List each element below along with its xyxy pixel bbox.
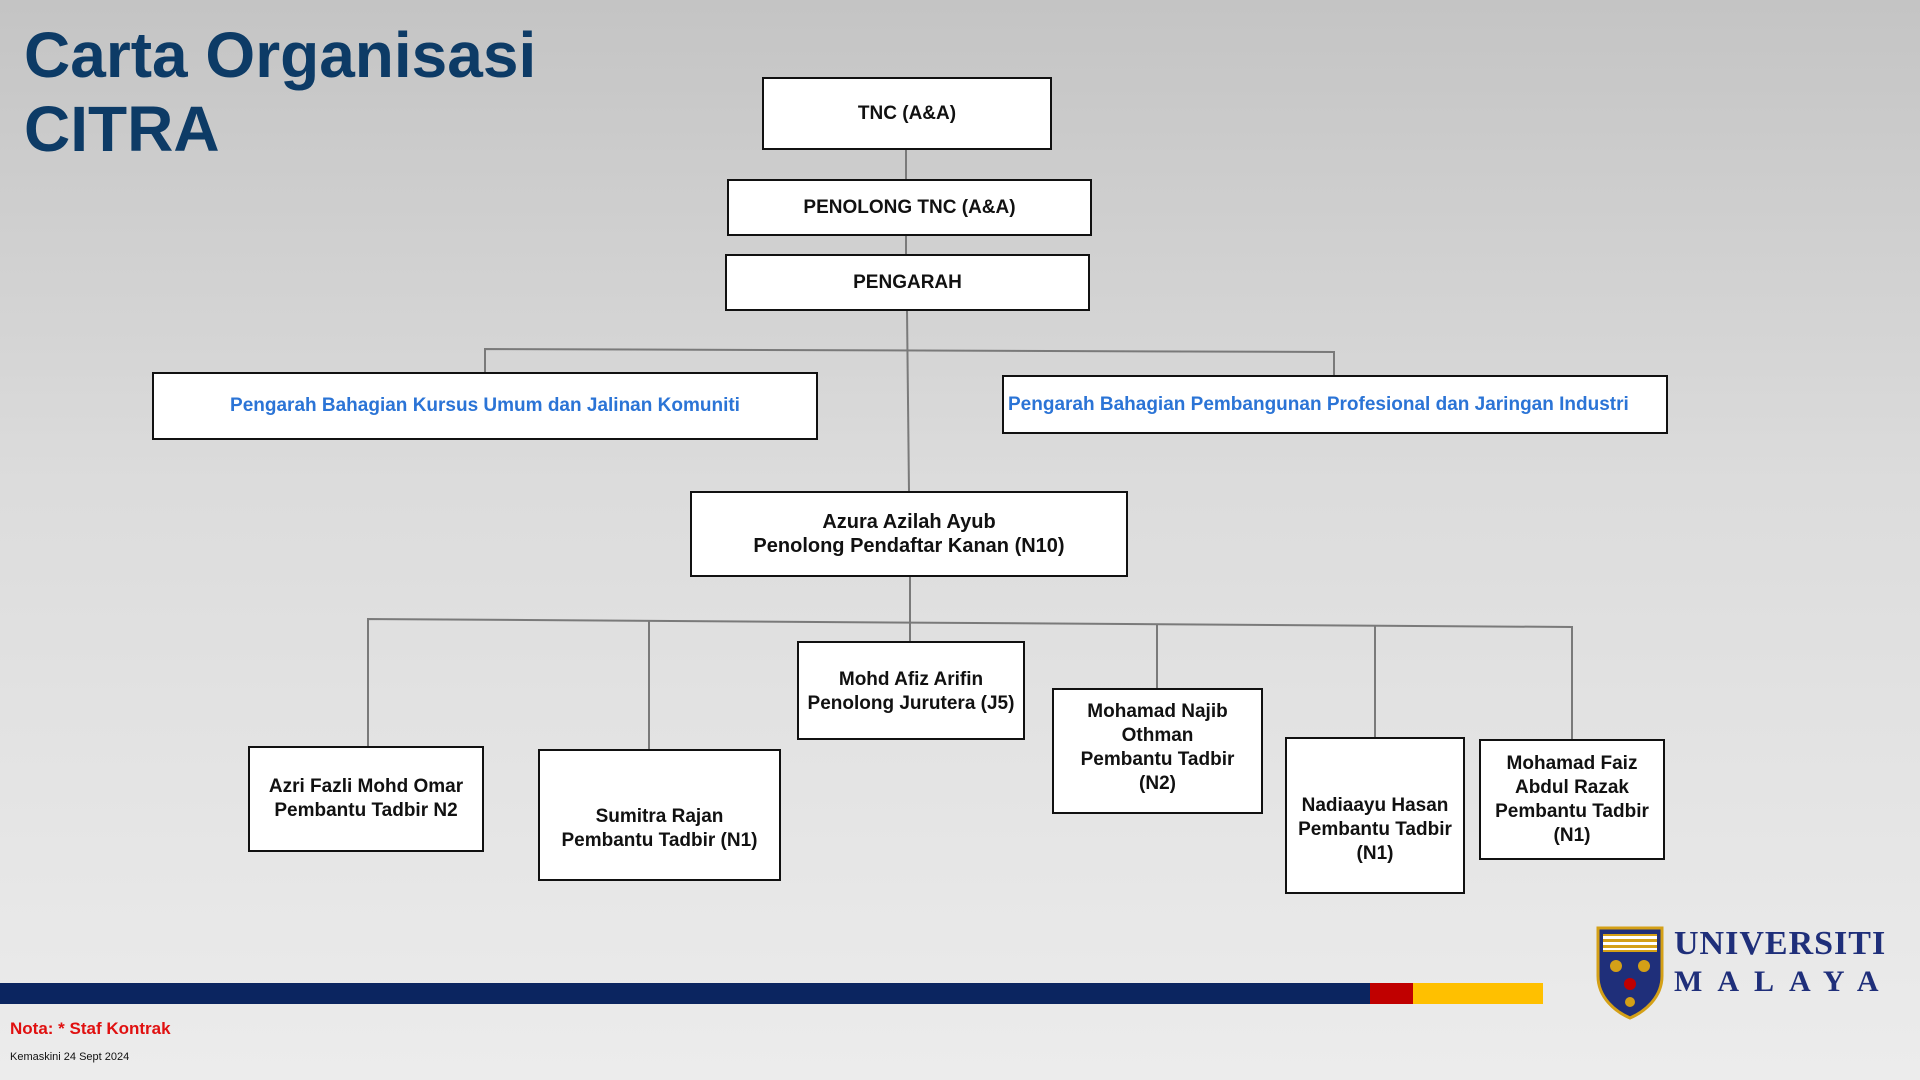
footer-stripe-yellow bbox=[1413, 983, 1543, 1004]
staff-line: Sumitra Rajan bbox=[595, 806, 724, 827]
org-box-pengarah-label: PENGARAH bbox=[853, 271, 962, 293]
org-box-staff-6: Mohamad Faiz Abdul Razak Pembantu Tadbir… bbox=[1479, 739, 1665, 860]
staff-line: Pembantu Tadbir bbox=[1298, 818, 1452, 840]
staff-line: Penolong Jurutera (J5) bbox=[807, 693, 1015, 714]
org-box-staff-2: Sumitra Rajan Pembantu Tadbir (N1) bbox=[538, 749, 781, 881]
staff-line: Azri Fazli Mohd Omar bbox=[268, 776, 464, 797]
university-wordmark: UNIVERSITI MALAYA bbox=[1674, 924, 1894, 1000]
connector-division-bar bbox=[484, 347, 1335, 375]
org-box-staff-4: Mohamad Najib Othman Pembantu Tadbir (N2… bbox=[1052, 688, 1263, 814]
division-label: Pengarah Bahagian Kursus Umum dan Jalina… bbox=[230, 395, 740, 416]
org-box-staff-1: Azri Fazli Mohd Omar Pembantu Tadbir N2 bbox=[248, 746, 484, 852]
footer-stripe-red bbox=[1370, 983, 1413, 1004]
org-box-staff-5: Nadiaayu Hasan Pembantu Tadbir (N1) bbox=[1285, 737, 1465, 894]
staff-line: Pembantu Tadbir N2 bbox=[274, 800, 458, 821]
connector-director-manager bbox=[906, 309, 910, 493]
staff-line: (N1) bbox=[1356, 842, 1394, 864]
staff-line: Mohamad Najib bbox=[1087, 701, 1228, 722]
page-title: Carta Organisasi CITRA bbox=[24, 18, 536, 166]
org-box-penolong-tnc: PENOLONG TNC (A&A) bbox=[727, 179, 1092, 236]
org-box-division-kursus-umum: Pengarah Bahagian Kursus Umum dan Jalina… bbox=[152, 372, 818, 440]
staff-line: Pembantu Tadbir bbox=[1495, 800, 1649, 822]
org-box-manager: Azura Azilah Ayub Penolong Pendaftar Kan… bbox=[690, 491, 1128, 577]
footer-stripe-navy bbox=[0, 983, 1370, 1004]
staff-line: Abdul Razak bbox=[1514, 776, 1630, 798]
org-box-pengarah: PENGARAH bbox=[725, 254, 1090, 311]
staff-line: (N2) bbox=[1139, 773, 1176, 794]
page-title-line1: Carta Organisasi bbox=[24, 19, 537, 91]
staff-line: Pembantu Tadbir (N1) bbox=[561, 830, 758, 851]
staff-line: Mohd Afiz Arifin bbox=[838, 669, 984, 690]
org-box-tnc: TNC (A&A) bbox=[762, 77, 1052, 150]
university-logo: UNIVERSITI MALAYA bbox=[1594, 924, 1894, 1020]
page-title-line2: CITRA bbox=[24, 93, 220, 165]
org-box-tnc-label: TNC (A&A) bbox=[857, 102, 957, 124]
org-box-penolong-tnc-label: PENOLONG TNC (A&A) bbox=[803, 196, 1016, 218]
staff-line: Mohamad Faiz bbox=[1506, 752, 1638, 774]
university-crest-icon bbox=[1596, 926, 1664, 1020]
staff-line: Othman bbox=[1121, 725, 1194, 746]
org-box-division-pembangunan: Pengarah Bahagian Pembangunan Profesiona… bbox=[1002, 375, 1668, 434]
manager-name: Azura Azilah Ayub bbox=[822, 511, 996, 533]
university-word-1: UNIVERSITI bbox=[1674, 925, 1887, 962]
staff-line: (N1) bbox=[1553, 824, 1591, 846]
connector-staff-bar bbox=[367, 617, 1573, 748]
org-box-staff-3: Mohd Afiz Arifin Penolong Jurutera (J5) bbox=[797, 641, 1025, 740]
footer-updated: Kemaskini 24 Sept 2024 bbox=[10, 1051, 130, 1063]
footer-note: Nota: * Staf Kontrak bbox=[10, 1019, 171, 1038]
university-word-2: MALAYA bbox=[1674, 965, 1894, 998]
staff-line: Nadiaayu Hasan bbox=[1301, 794, 1449, 816]
manager-role: Penolong Pendaftar Kanan (N10) bbox=[753, 535, 1065, 557]
staff-line: Pembantu Tadbir bbox=[1080, 749, 1235, 770]
division-label: Pengarah Bahagian Pembangunan Profesiona… bbox=[1008, 393, 1629, 415]
